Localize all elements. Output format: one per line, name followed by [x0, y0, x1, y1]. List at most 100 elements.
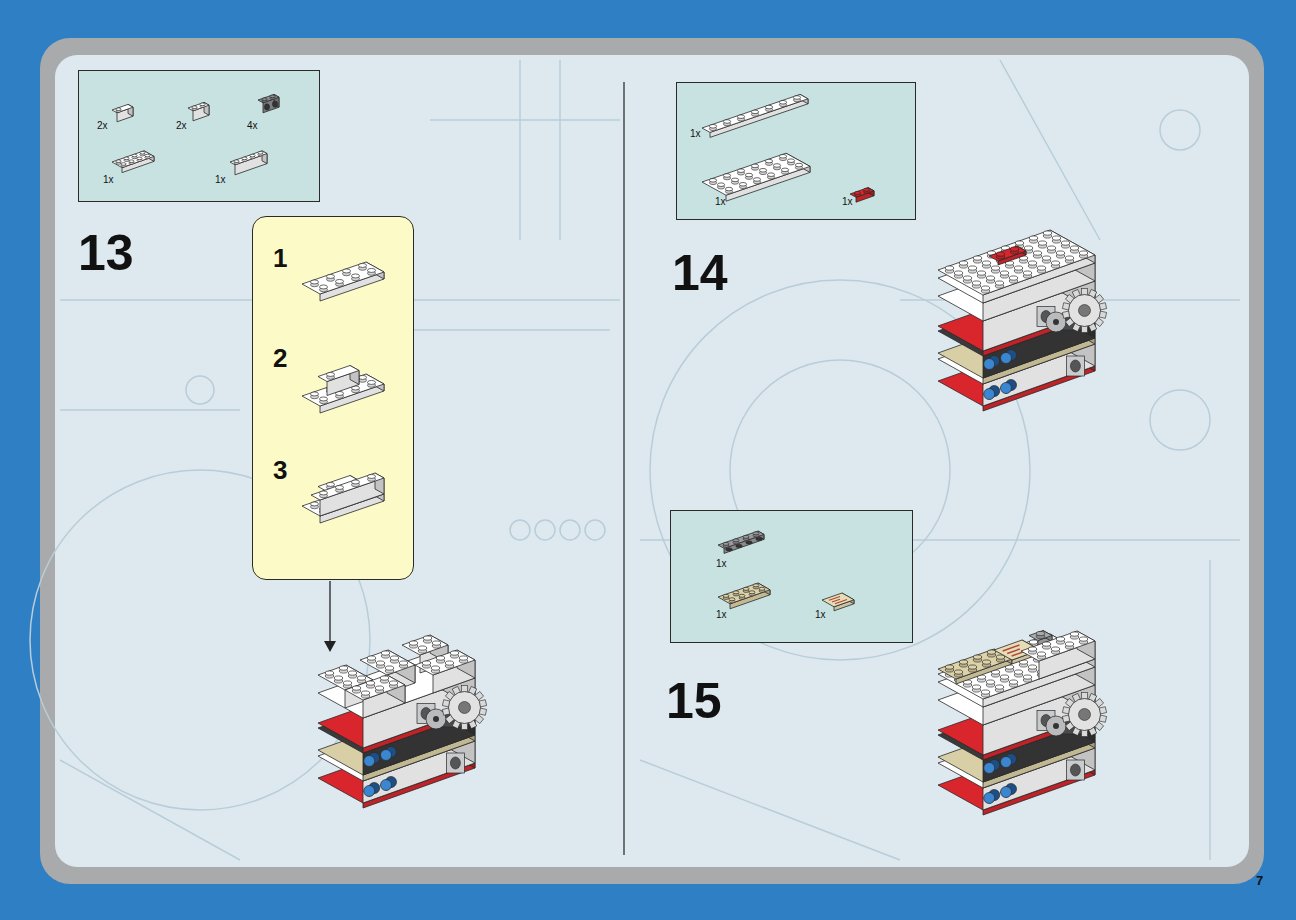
blueprint-line [60, 409, 240, 411]
stud-top [745, 173, 752, 177]
brick-top [938, 634, 1095, 699]
stud-top [1028, 647, 1036, 651]
stud-top [977, 271, 985, 275]
stud-top [339, 666, 347, 670]
stud-top [709, 124, 716, 128]
gear [449, 692, 481, 724]
gear [1069, 699, 1101, 731]
brick-top [402, 635, 448, 655]
blueprint-circle [560, 520, 580, 540]
blueprint-line [430, 119, 620, 121]
stud-top [739, 594, 745, 597]
stud-top [334, 676, 342, 680]
stud-top [1052, 236, 1060, 240]
stud-top [436, 656, 444, 660]
stud-top [729, 598, 735, 601]
substep-number: 2 [273, 345, 287, 371]
stud-top [422, 661, 430, 665]
stud-top [743, 535, 749, 538]
stud-top [327, 274, 335, 278]
stud-top [995, 685, 1003, 689]
stud-top [368, 268, 376, 272]
stud-top [450, 651, 458, 655]
pin-end [1001, 757, 1012, 768]
stud-top [945, 665, 953, 669]
stud-top [121, 163, 126, 166]
technic-block [1066, 760, 1084, 780]
stud-top [270, 95, 275, 98]
stud-top [1070, 632, 1078, 636]
stud-top [765, 105, 772, 109]
stud-top [723, 120, 730, 124]
stud-top [723, 174, 730, 178]
stud-top [352, 274, 360, 278]
stud-top [137, 157, 142, 160]
stud-top [749, 591, 755, 594]
box-fill [670, 510, 913, 643]
brick-top [318, 366, 359, 382]
blueprint-line [1209, 560, 1211, 860]
stud-top [311, 392, 319, 396]
stud-top [140, 151, 145, 154]
stud-top [995, 281, 1003, 285]
parts-box: 1x1x1x [670, 510, 913, 643]
brick-top [718, 583, 770, 604]
blueprint-circle [1150, 390, 1210, 450]
stud-top [765, 159, 772, 163]
stud-top [320, 285, 328, 289]
technic-block [446, 753, 464, 773]
stud-top [779, 100, 786, 104]
technic-hole [1070, 360, 1080, 372]
blueprint-circle [585, 520, 605, 540]
stud-top [981, 690, 989, 694]
stud-top [343, 681, 351, 685]
stud-top [1042, 642, 1050, 646]
stud-top [1065, 256, 1073, 260]
stud-top [1036, 631, 1044, 635]
stud-top [116, 160, 121, 163]
stud-top [311, 502, 319, 506]
stud-top [327, 372, 335, 376]
technic-hole [450, 757, 460, 769]
stud-top [759, 587, 765, 590]
blueprint-line [1000, 60, 1100, 240]
stud-top [945, 266, 953, 270]
stud-top [963, 276, 971, 280]
stud-top [325, 671, 333, 675]
quantity-label: 1x [215, 175, 226, 185]
stud-top [733, 591, 739, 594]
stud-top [793, 96, 800, 100]
stud-top [767, 173, 774, 177]
stud-top [759, 168, 766, 172]
stud-top [737, 115, 744, 119]
stud-top [753, 532, 759, 535]
stud-top [855, 191, 861, 194]
tile-print [835, 600, 847, 604]
stud-top [432, 641, 440, 645]
stud-top [787, 159, 794, 163]
stud-top [1028, 261, 1036, 265]
stud-top [973, 655, 981, 659]
box-fill [78, 70, 320, 202]
frame [40, 38, 1264, 884]
stud-top [1023, 675, 1031, 679]
stud-top [1028, 665, 1036, 669]
stud-top [1079, 251, 1087, 255]
blueprint-line [519, 60, 521, 240]
brick-top [1029, 631, 1052, 641]
brick-top [302, 262, 384, 294]
stud-top [795, 163, 802, 167]
stud-top [1014, 266, 1022, 270]
stud-top [1009, 276, 1017, 280]
parts-box: 1x1x1x [676, 82, 916, 220]
stud-top [733, 539, 739, 542]
blueprint-circle [186, 376, 214, 404]
stud-top [743, 587, 749, 590]
technic-hole [756, 537, 762, 540]
brick-top [360, 650, 415, 675]
stud-top [1070, 246, 1078, 250]
stud-top [1042, 256, 1050, 260]
stud-top [352, 480, 360, 484]
quantity-label: 1x [842, 197, 853, 207]
quantity-label: 2x [97, 121, 108, 131]
